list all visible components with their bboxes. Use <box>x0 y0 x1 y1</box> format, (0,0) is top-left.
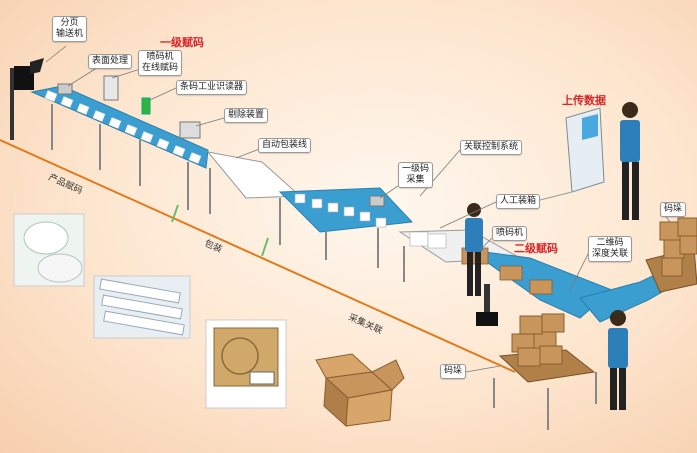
label-inkjet-2: 喷码机 <box>492 226 528 241</box>
heading-level1-coding: 一级赋码 <box>160 36 204 49</box>
flag-pole <box>10 68 14 140</box>
label-level1-collect: 一级码 采集 <box>398 162 434 188</box>
worker-figure-upload <box>620 102 640 220</box>
packing-table <box>206 151 302 199</box>
open-carton-image <box>315 353 405 428</box>
level1-scanner <box>369 195 385 207</box>
label-stack-bottom: 码垛 <box>440 364 467 379</box>
pallet-stack-bottom <box>493 313 597 430</box>
reject-device <box>179 121 201 139</box>
label-stack-right: 码垛 <box>660 202 687 217</box>
flag-icon <box>14 66 34 90</box>
label-auto-packing: 自动包装线 <box>258 138 312 153</box>
stage-tick <box>261 237 269 257</box>
product-photo-labels <box>93 275 191 339</box>
server-screen <box>582 114 598 140</box>
label-surface-treatment: 表面处理 <box>88 54 133 69</box>
barcode-scanner-icon <box>141 97 151 115</box>
carton-box <box>529 279 553 295</box>
label-manual-boxing: 人工装箱 <box>496 194 541 209</box>
label-control-system: 关联控制系统 <box>460 140 523 155</box>
surface-treatment-device <box>57 83 73 95</box>
label-qr-link: 二维码 深度关联 <box>588 236 633 262</box>
product-photo-bottles <box>13 213 85 287</box>
label-inkjet-online: 喷码机 在线赋码 <box>138 50 183 76</box>
label-barcode-reader: 条码工业识读器 <box>176 80 248 95</box>
heading-level2-coding: 二级赋码 <box>514 242 558 255</box>
label-reject-device: 剔除装置 <box>224 108 269 123</box>
handheld-scanner-stand <box>476 312 498 326</box>
stage-tick <box>171 204 179 223</box>
inkjet-printer <box>103 75 119 101</box>
label-feeder: 分页 输送机 <box>52 16 88 42</box>
worker-figure-packing <box>465 203 483 296</box>
heading-upload-data: 上传数据 <box>562 94 606 107</box>
carton-box <box>499 265 523 281</box>
worker-figure-palletizing <box>608 310 628 410</box>
product-photo-carton <box>205 319 287 409</box>
stage-divider-line <box>0 139 516 373</box>
